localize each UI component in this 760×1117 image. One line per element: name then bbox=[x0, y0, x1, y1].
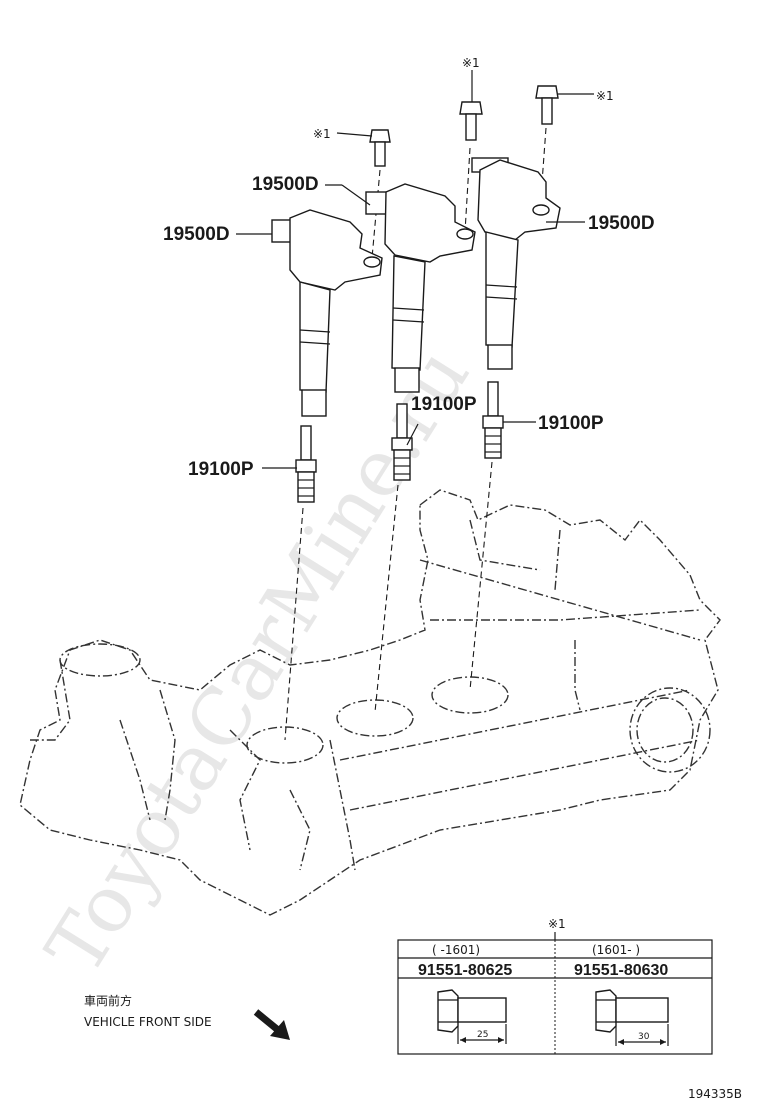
front-note-jp: 車両前方 bbox=[84, 993, 132, 1008]
col1-part[interactable]: 91551-80625 bbox=[418, 962, 512, 979]
plug-right-label[interactable]: 19100P bbox=[538, 413, 604, 434]
spark-plug-right[interactable] bbox=[482, 381, 504, 459]
bolt-30-icon bbox=[595, 989, 669, 1046]
bolt-left[interactable] bbox=[369, 129, 391, 167]
ignition-coil-right[interactable] bbox=[471, 157, 561, 370]
plug-mid-label[interactable]: 19100P bbox=[411, 394, 477, 415]
plug-left-label[interactable]: 19100P bbox=[188, 459, 254, 480]
bolt-mid[interactable] bbox=[459, 101, 483, 141]
leader-lines bbox=[236, 70, 594, 469]
watermark: ToyotaCarMine.ru bbox=[30, 333, 487, 990]
bolt-right-mark: ※1 bbox=[596, 89, 614, 103]
col1-range: ( -1601) bbox=[432, 943, 480, 957]
front-note-en: VEHICLE FRONT SIDE bbox=[84, 1015, 212, 1029]
cylinder-head bbox=[19, 489, 721, 916]
spark-plug-left[interactable] bbox=[295, 425, 317, 503]
bolt-25-icon bbox=[437, 989, 507, 1044]
coil-mid-label[interactable]: 19500D bbox=[252, 174, 319, 195]
ignition-coil-left[interactable] bbox=[271, 209, 383, 417]
vehicle-front-note: 車両前方 VEHICLE FRONT SIDE bbox=[84, 993, 290, 1040]
col1-dim: 25 bbox=[477, 1030, 488, 1040]
spark-plug-mid[interactable] bbox=[391, 403, 413, 481]
table-mark: ※1 bbox=[548, 917, 566, 931]
bolt-left-mark: ※1 bbox=[313, 127, 331, 141]
col2-dim: 30 bbox=[638, 1032, 650, 1042]
coil-right-label[interactable]: 19500D bbox=[588, 213, 655, 234]
ignition-coil-mid[interactable] bbox=[365, 183, 476, 393]
front-arrow-icon bbox=[253, 1009, 290, 1040]
col2-part[interactable]: 91551-80630 bbox=[574, 962, 668, 979]
col2-range: (1601- ) bbox=[592, 943, 640, 957]
bolt-reference-table: ※1 ( -1601) (1601- ) 91551-80625 91551-8… bbox=[397, 917, 713, 1055]
bolt-mid-mark: ※1 bbox=[462, 56, 480, 70]
diagram-id: 194335B bbox=[688, 1087, 742, 1101]
assembly-lines bbox=[284, 127, 547, 741]
bolt-right[interactable] bbox=[535, 85, 559, 125]
coil-left-label[interactable]: 19500D bbox=[163, 224, 230, 245]
